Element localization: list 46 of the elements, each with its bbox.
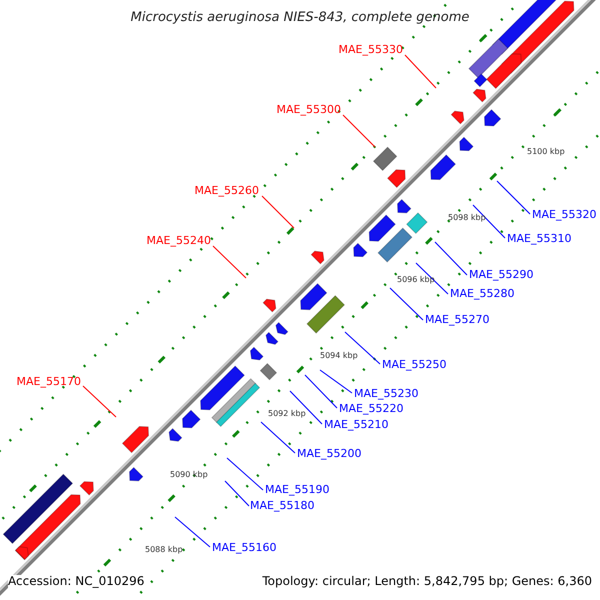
accession-text: Accession: NC_010296 [8, 575, 144, 588]
gene-label: MAE_55190 [265, 483, 330, 496]
gene-label: MAE_55220 [339, 402, 404, 415]
scale-label: 5088 kbp [145, 544, 183, 556]
gene-label: MAE_55290 [469, 268, 534, 281]
gene-label: MAE_55180 [250, 499, 314, 512]
leader-line [344, 332, 380, 364]
leader-line [472, 204, 506, 238]
gene-label: MAE_55160 [212, 541, 276, 554]
leader-line [212, 246, 246, 278]
scale-label: 5092 kbp [268, 408, 306, 420]
leader-line [416, 262, 448, 294]
gene-label: MAE_55260 [194, 184, 259, 197]
scale-label: 5100 kbp [527, 146, 565, 158]
gene-label: MAE_55330 [338, 43, 403, 56]
leader-line [434, 242, 468, 276]
scale-label: 5094 kbp [320, 350, 358, 362]
gene-label: MAE_55320 [532, 208, 596, 221]
gene-label: MAE_55310 [507, 232, 572, 245]
leader-line [226, 458, 264, 490]
gene-label: MAE_55200 [297, 447, 362, 460]
leader-line [404, 54, 436, 88]
leader-line [260, 422, 296, 454]
leader-line [82, 386, 116, 418]
scale-label: 5096 kbp [397, 274, 435, 286]
leader-line [174, 516, 210, 548]
scale-label: 5090 kbp [170, 469, 208, 481]
gene-label: MAE_55210 [324, 418, 388, 431]
gene-label: MAE_55280 [450, 287, 514, 300]
leader-line [262, 196, 294, 228]
leader-line [320, 370, 352, 394]
gene-label: MAE_55300 [276, 103, 341, 116]
leader-line [496, 180, 530, 214]
genome-info-text: Topology: circular; Length: 5,842,795 bp; Genes: 6,360 [262, 575, 592, 588]
gene-label: MAE_55230 [354, 387, 418, 400]
scale-label: 5098 kbp [448, 212, 486, 224]
gene-label: MAE_55270 [425, 313, 490, 326]
gene-label: MAE_55240 [146, 234, 211, 247]
leader-line [390, 288, 424, 320]
leader-line [304, 374, 338, 408]
gene-label: MAE_55170 [16, 375, 81, 388]
leader-line [224, 480, 250, 506]
leader-line [290, 390, 322, 424]
gene-label: MAE_55250 [382, 358, 446, 371]
title: Microcystis aeruginosa NIES-843, complete genome [130, 11, 470, 24]
leader-line [342, 114, 376, 148]
